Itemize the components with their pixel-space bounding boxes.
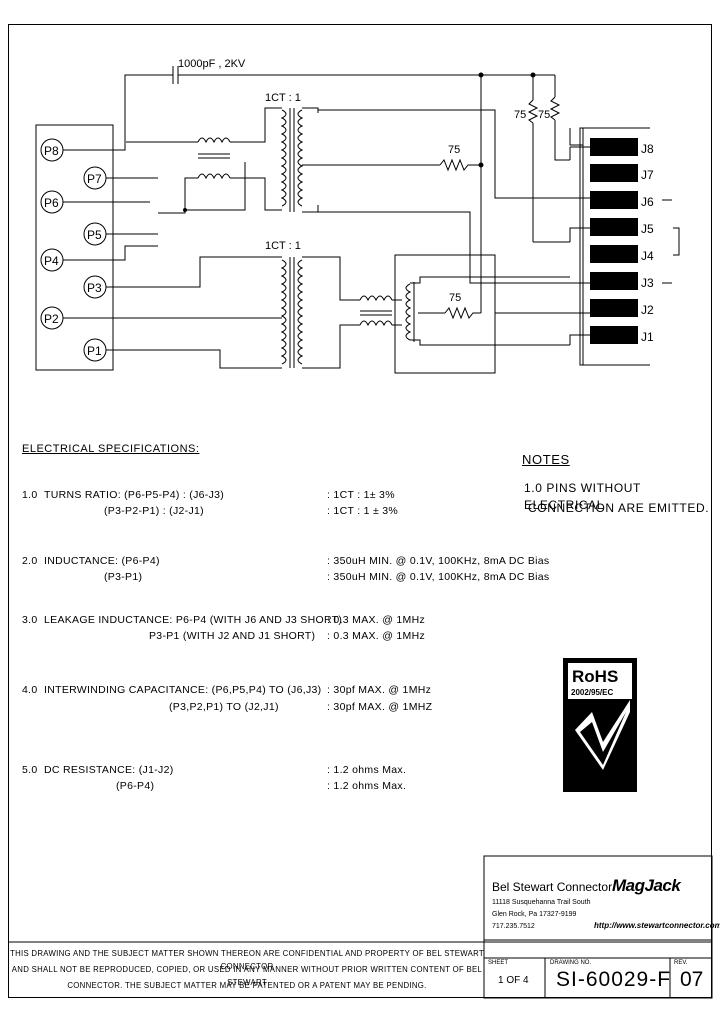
company-phone: 717.235.7512: [492, 923, 535, 930]
revision-value: 07: [680, 968, 704, 991]
rohs-sub: 2002/95/EC: [571, 688, 613, 697]
spec-5-value-1: : 1.2 ohms Max.: [327, 764, 407, 776]
j-pin-label-5: J5: [641, 222, 654, 236]
spec-4-label-1: INTERWINDING CAPACITANCE: (P6,P5,P4) TO …: [44, 684, 322, 696]
disclaimer-line-3: CONNECTOR. THE SUBJECT MATTER MAY BE PAT…: [67, 981, 427, 990]
company-name: Bel Stewart Connector: [492, 880, 613, 894]
spec-2-value-1: : 350uH MIN. @ 0.1V, 100KHz, 8mA DC Bias: [327, 555, 550, 567]
company-address-2: Glen Rock, Pa 17327-9199: [492, 911, 577, 918]
rohs-label: RoHS: [572, 667, 618, 686]
spec-3-value-1: : 0.3 MAX. @ 1MHz: [327, 614, 426, 626]
j-pads: [590, 138, 638, 344]
company-url: http://www.stewartconnector.com: [594, 921, 720, 930]
spec-5-label-1: DC RESISTANCE: (J1-J2): [44, 764, 174, 776]
top-choke: [197, 137, 231, 180]
spec-2-label-1: INDUCTANCE: (P6-P4): [44, 555, 160, 567]
resistor-label-mid: 75: [448, 144, 460, 156]
sheet-value: 1 OF 4: [498, 975, 529, 986]
drawing-number-label: DRAWING NO.: [550, 960, 592, 966]
notes-line-2: CONNECTION ARE EMITTED.: [528, 501, 710, 515]
spec-4-label-2: (P3,P2,P1) TO (J2,J1): [169, 701, 279, 713]
p-pin-label-1: P1: [87, 344, 102, 358]
j-connector-body: [569, 127, 584, 366]
spec-4-value-2: : 30pf MAX. @ 1MHZ: [327, 701, 433, 713]
company-address-1: 11118 Susquehanna Trail South: [492, 899, 591, 906]
j-pin-label-7: J7: [641, 168, 654, 182]
spec-1-value-2: : 1CT : 1 ± 3%: [327, 505, 399, 517]
spec-4-num: 4.0: [22, 684, 38, 696]
spec-1-label-2: (P3-P2-P1) : (J2-J1): [104, 505, 204, 517]
resistor-label-low: 75: [449, 292, 461, 304]
sheet-label: SHEET: [488, 960, 509, 966]
spec-4-value-1: : 30pf MAX. @ 1MHz: [327, 684, 432, 696]
j-pin-label-3: J3: [641, 276, 654, 290]
spec-3-num: 3.0: [22, 614, 38, 626]
notes-title: NOTES: [522, 452, 570, 467]
rohs-logo: [563, 658, 637, 792]
drawing-number: SI-60029-F: [556, 968, 672, 991]
specs-title: ELECTRICAL SPECIFICATIONS:: [22, 443, 200, 455]
j-pin-label-1: J1: [641, 330, 654, 344]
resistor-label-a: 75: [514, 109, 526, 121]
spec-3-label-2: P3-P1 (WITH J2 AND J1 SHORT): [149, 630, 316, 642]
revision-label: REV.: [674, 960, 688, 966]
p-pin-label-6: P6: [44, 196, 59, 210]
spec-1-value-1: : 1CT : 1± 3%: [327, 489, 395, 501]
spec-5-label-2: (P6-P4): [116, 780, 155, 792]
disclaimer-line-2: AND SHALL NOT BE REPRODUCED, COPIED, OR …: [11, 965, 483, 987]
magjack-logo: MagJack: [612, 876, 681, 895]
drawing-sheet: [8, 24, 712, 998]
turns-ratio-top: 1CT : 1: [265, 92, 301, 104]
spec-2-num: 2.0: [22, 555, 38, 567]
resistor-label-b: 75: [538, 109, 550, 121]
disclaimer-line-1: THIS DRAWING AND THE SUBJECT MATTER SHOW…: [10, 949, 484, 971]
p-pin-label-2: P2: [44, 312, 59, 326]
p-pin-label-7: P7: [87, 172, 102, 186]
spec-2-value-2: : 350uH MIN. @ 0.1V, 100KHz, 8mA DC Bias: [327, 571, 550, 583]
p-pin-label-3: P3: [87, 281, 102, 295]
p-pin-label-5: P5: [87, 228, 102, 242]
spec-3-label-1: LEAKAGE INDUCTANCE: P6-P4 (WITH J6 AND J…: [44, 614, 343, 626]
spec-1-label-1: TURNS RATIO: (P6-P5-P4) : (J6-J3): [44, 489, 225, 501]
spec-1-num: 1.0: [22, 489, 38, 501]
p-pin-label-8: P8: [44, 144, 59, 158]
j-pin-label-8: J8: [641, 142, 654, 156]
j-pin-label-4: J4: [641, 249, 654, 263]
j-pin-label-2: J2: [641, 303, 654, 317]
spec-3-value-2: : 0.3 MAX. @ 1MHz: [327, 630, 426, 642]
spec-5-num: 5.0: [22, 764, 38, 776]
notes-line-1: 1.0 PINS WITHOUT ELECTRICAL: [524, 481, 641, 512]
spec-5-value-2: : 1.2 ohms Max.: [327, 780, 407, 792]
spec-2-label-2: (P3-P1): [104, 571, 143, 583]
p-connector-body: [35, 124, 114, 371]
capacitor-label: 1000pF , 2KV: [178, 58, 246, 70]
p-pin-label-4: P4: [44, 254, 59, 268]
turns-ratio-bottom: 1CT : 1: [265, 240, 301, 252]
j-pin-label-6: J6: [641, 195, 654, 209]
